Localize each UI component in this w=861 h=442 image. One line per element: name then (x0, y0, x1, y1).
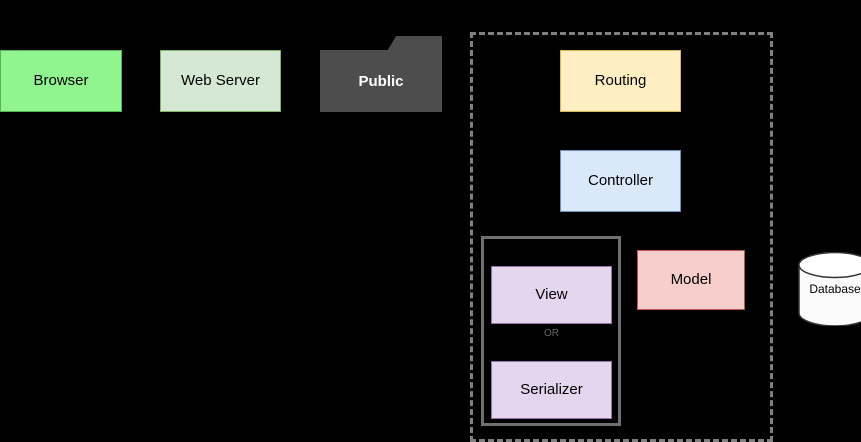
node-routing-label: Routing (594, 72, 647, 89)
folder-body: Public (320, 50, 442, 112)
node-controller[interactable]: Controller (560, 150, 681, 212)
container-application-boundary (470, 32, 773, 442)
node-database[interactable]: Database (798, 252, 861, 326)
node-public-label: Public (358, 72, 404, 90)
node-model[interactable]: Model (637, 250, 745, 310)
node-view-label: View (535, 286, 568, 303)
node-web-server[interactable]: Web Server (160, 50, 281, 112)
folder-tab-icon (386, 36, 442, 53)
node-serializer[interactable]: Serializer (491, 361, 612, 419)
node-web-server-label: Web Server (181, 72, 260, 89)
database-cylinder-icon (798, 252, 861, 326)
node-model-label: Model (670, 271, 712, 288)
node-public-folder[interactable]: Public (320, 36, 442, 112)
node-browser-label: Browser (33, 72, 89, 89)
or-label: OR (544, 328, 559, 339)
node-routing[interactable]: Routing (560, 50, 681, 112)
node-browser[interactable]: Browser (0, 50, 122, 112)
node-view[interactable]: View (491, 266, 612, 324)
node-controller-label: Controller (587, 172, 654, 189)
container-view-serializer-group (481, 236, 621, 426)
node-serializer-label: Serializer (520, 381, 583, 398)
